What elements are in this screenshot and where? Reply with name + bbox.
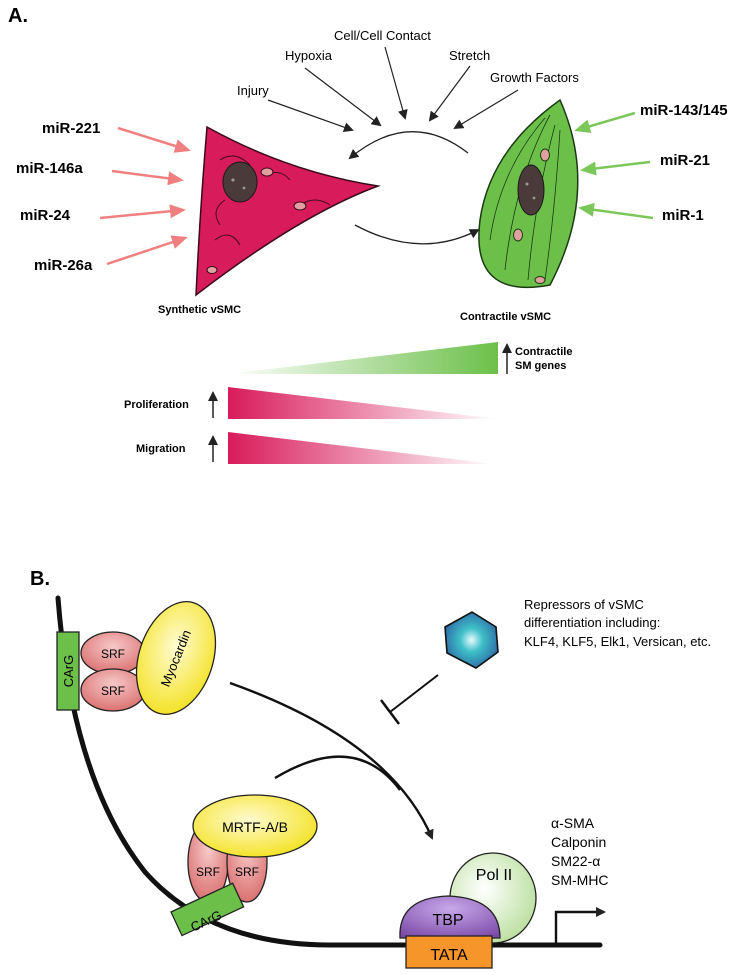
contractile-vsmc-cell — [478, 98, 579, 289]
pol-ii-label: Pol II — [476, 867, 512, 884]
target-sm22-alpha: SM22-α — [551, 853, 600, 869]
target-alpha-sma: α-SMA — [551, 815, 595, 831]
repressor-hexagon — [444, 611, 499, 669]
mir-146a-label: miR-146a — [16, 160, 83, 177]
target-calponin: Calponin — [551, 834, 606, 850]
stimulus-stretch: Stretch — [449, 48, 490, 63]
synthetic-vsmc-cell — [195, 125, 381, 297]
growth-factors-arrow — [453, 89, 519, 130]
tata-label: TATA — [430, 947, 468, 964]
repressor-inhibition-line — [389, 674, 439, 713]
stimulus-cell-contact: Cell/Cell Contact — [334, 28, 431, 43]
proliferation-label: Proliferation — [124, 399, 189, 411]
transcription-start-arrow — [554, 907, 606, 945]
panel-b-label: B. — [30, 568, 50, 590]
contractile-genes-label-1: Contractile — [515, 346, 572, 358]
lower-srf-mrtf-complex — [170, 794, 318, 937]
mir-21-label: miR-21 — [660, 152, 710, 169]
myocardin-shape — [135, 601, 217, 715]
myocardin-activation-arrow — [229, 681, 434, 840]
srf-top-2-label: SRF — [101, 684, 125, 698]
mir-26a-arrow — [106, 235, 188, 266]
tata-box — [405, 935, 493, 969]
repressors-line-1: Repressors of vSMC — [524, 597, 644, 612]
contractile-vsmc-label: Contractile vSMC — [460, 311, 551, 323]
transcription-machinery — [399, 852, 537, 969]
mir-143-145-label: miR-143/145 — [640, 102, 728, 119]
contractile-genes-wedge — [228, 342, 498, 374]
proliferation-wedge — [228, 387, 498, 419]
srf-bottom-2-label: SRF — [235, 865, 259, 879]
carg-top-box — [56, 631, 80, 711]
migration-wedge — [228, 432, 494, 464]
mir-146a-arrow — [111, 169, 184, 186]
carg-top-label: CArG — [61, 655, 76, 688]
stimulus-hypoxia: Hypoxia — [285, 48, 333, 63]
carg-bottom-box — [170, 882, 245, 937]
cell-contact-arrow — [384, 46, 408, 120]
tbp-label: TBP — [432, 912, 463, 929]
tbp-shape — [399, 895, 501, 939]
panel-a-label: A. — [8, 5, 28, 27]
srf-top-1-label: SRF — [101, 647, 125, 661]
target-sm-mhc: SM-MHC — [551, 872, 609, 888]
mrtf-activation-arrow — [274, 755, 401, 791]
upper-srf-myocardin-complex — [56, 601, 217, 715]
mir-21-arrow — [580, 160, 651, 176]
mir-1-label: miR-1 — [662, 207, 704, 224]
srf-bottom-1-label: SRF — [196, 865, 220, 879]
differentiation-arrow — [354, 224, 480, 245]
mir-24-label: miR-24 — [20, 207, 71, 224]
hypoxia-arrow — [304, 67, 382, 127]
mir-26a-label: miR-26a — [34, 257, 93, 274]
stimulus-growth-factors: Growth Factors — [490, 70, 579, 85]
stretch-arrow — [428, 65, 471, 122]
repressors-line-2: differentiation including: — [524, 615, 660, 630]
synthetic-vsmc-label: Synthetic vSMC — [158, 304, 241, 316]
dedifferentiation-arrow — [348, 131, 469, 160]
injury-arrow — [267, 99, 354, 133]
repressors-line-3: KLF4, KLF5, Elk1, Versican, etc. — [524, 634, 711, 649]
migration-label: Migration — [136, 443, 186, 455]
contractile-genes-label-2: SM genes — [515, 360, 566, 372]
mrtf-label: MRTF-A/B — [222, 819, 288, 835]
mir-1-arrow — [578, 202, 654, 220]
mrtf-shape — [192, 794, 318, 858]
repressor-inhibition-bar — [380, 699, 400, 725]
mir-221-arrow — [117, 126, 191, 153]
mir-24-arrow — [99, 204, 186, 220]
mir-221-label: miR-221 — [42, 120, 100, 137]
stimulus-injury: Injury — [237, 83, 269, 98]
mir-143-145-arrow — [574, 111, 636, 134]
